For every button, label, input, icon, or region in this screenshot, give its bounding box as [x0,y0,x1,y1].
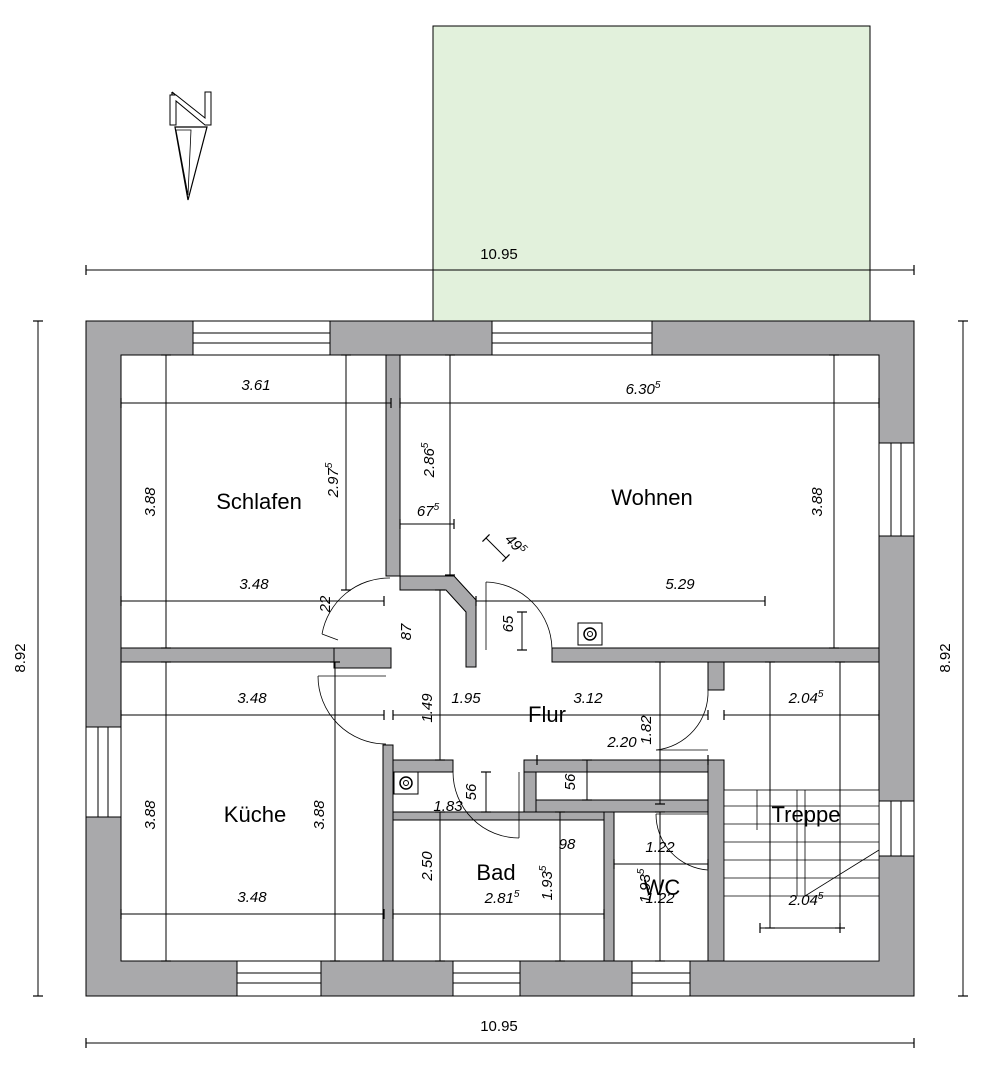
dim-bad-height2: 1.935 [538,865,556,900]
dim-flur-small1: 22 [317,595,334,613]
dim-wohnen-door: 65 [500,615,517,632]
dim-kueche-top: 3.48 [237,690,267,707]
dim-wohnen-right: 3.88 [809,487,826,517]
room-label-bad: Bad [476,860,515,885]
dim-flur-h2: 1.82 [638,715,655,745]
dim-wc-height: 1.935 [636,868,654,903]
dimension-lines [33,265,968,1048]
dim-bad-56b: 56 [463,783,480,800]
dim-wohnen-diagonal: 495 [501,531,529,559]
dim-bad-56: 56 [562,773,579,790]
dim-flur-small2: 87 [398,623,415,640]
walls [85,320,915,997]
dim-bad-183: 1.83 [433,798,463,815]
dim-treppe-bottom: 2.045 [788,891,824,909]
dim-bad-98: 98 [559,836,576,853]
dim-kueche-left: 3.88 [142,800,159,830]
dim-wc-top: 1.22 [645,839,675,856]
dim-flur-w2: 1.95 [451,690,481,707]
room-label-kueche: Küche [224,802,286,827]
dim-flur-w4: 2.20 [606,734,637,751]
room-label-flur: Flur [528,702,566,727]
dim-schlafen-top: 3.61 [241,377,270,394]
terrace-area [432,25,871,323]
dim-schlafen-inner: 2.975 [324,462,342,498]
dim-left-overall: 8.92 [12,643,29,672]
dim-treppe-top: 2.045 [788,689,824,707]
dim-wc-bottom: 1.22 [645,890,675,907]
dim-wohnen-top: 6.305 [626,380,661,398]
dim-schlafen-bottom: 3.48 [239,576,269,593]
dim-kueche-bottom: 3.48 [237,889,267,906]
dim-wohnen-left: 2.865 [420,442,438,478]
dim-kueche-right: 3.88 [311,800,328,830]
north-arrow-icon [169,91,212,201]
room-labels: Schlafen Wohnen Küche Flur Bad WC Treppe [216,485,840,900]
room-label-treppe: Treppe [772,802,841,827]
dim-right-overall: 8.92 [937,643,954,672]
windows [85,320,915,997]
dimension-labels: 10.95 10.95 8.92 8.92 3.61 3.48 3.88 2.9… [12,246,954,1035]
dim-wohnen-niche: 675 [417,502,440,520]
room-label-schlafen: Schlafen [216,489,302,514]
dim-flur-h1: 1.49 [419,693,436,723]
dim-bad-height: 2.50 [419,851,436,882]
room-label-wohnen: Wohnen [611,485,693,510]
chimney-icon [393,622,603,795]
dim-flur-w3: 3.12 [573,690,603,707]
dim-top-overall: 10.95 [480,246,518,263]
room-label-wc: WC [644,875,681,900]
dim-schlafen-left: 3.88 [142,487,159,517]
dim-bottom-overall: 10.95 [480,1018,518,1035]
dim-bad-width: 2.815 [484,889,520,907]
dim-wohnen-bottom: 5.29 [665,576,695,593]
